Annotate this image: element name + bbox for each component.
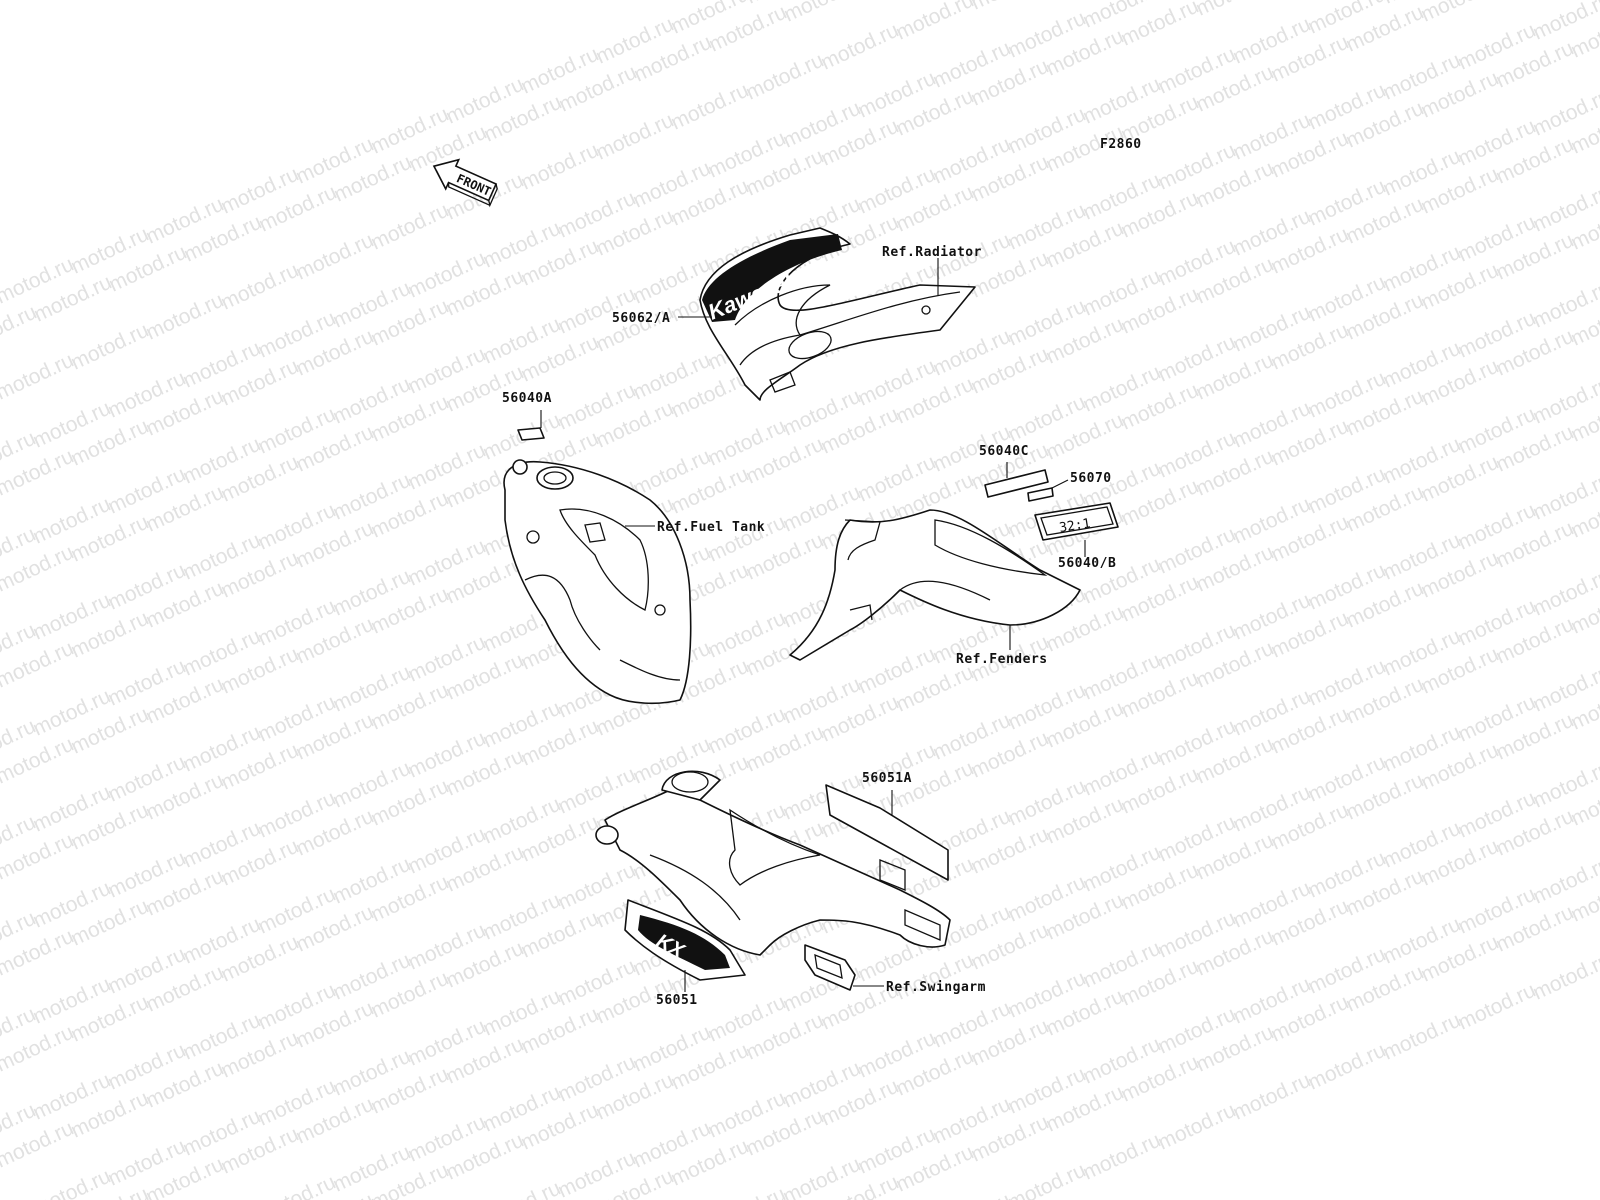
watermark-text: motod.ru xyxy=(29,1165,114,1200)
label-swingarm-decal-a[interactable]: 56051A xyxy=(862,771,912,786)
watermark-text: motod.ru xyxy=(1304,1039,1389,1095)
watermark-text: motod.ru xyxy=(1004,1159,1089,1200)
ratio-decal-text: 32:1 xyxy=(1058,516,1091,536)
label-swingarm-decal[interactable]: 56051 xyxy=(656,993,698,1008)
rear-fender xyxy=(789,509,1081,661)
watermark-text: motod.ru xyxy=(479,1177,564,1200)
watermark-text: motod.ru xyxy=(517,139,602,195)
watermark-text: motod.ru xyxy=(929,1189,1014,1200)
watermark-text: motod.ru xyxy=(592,109,677,165)
fender-decal-70 xyxy=(1027,487,1054,502)
watermark-text: motod.ru xyxy=(1154,1099,1239,1155)
watermark-text: motod.ru xyxy=(67,319,152,375)
label-ref-fuel-tank[interactable]: Ref.Fuel Tank xyxy=(657,520,765,535)
swingarm-decal: KX xyxy=(624,899,746,981)
watermark-text: motod.ru xyxy=(1192,0,1277,21)
fender-decal-b: 32:1 xyxy=(1034,502,1119,541)
label-ref-radiator[interactable]: Ref.Radiator xyxy=(882,245,982,260)
leader-fender-decal-70 xyxy=(1051,479,1069,489)
tank-decal xyxy=(517,427,545,441)
watermark-text: motod.ru xyxy=(254,1171,339,1200)
watermark-text: motod.ru xyxy=(742,49,827,105)
swingarm-decal-a xyxy=(825,784,949,881)
watermark-text: motod.ru xyxy=(217,259,302,315)
watermark-text: motod.ru xyxy=(704,1183,789,1200)
watermark-text: motod.ru xyxy=(817,19,902,75)
label-ref-swingarm[interactable]: Ref.Swingarm xyxy=(886,980,986,995)
watermark-text: motod.ru xyxy=(1417,0,1502,27)
swingarm xyxy=(595,770,951,991)
label-fender-decal-b[interactable]: 56040/B xyxy=(1058,556,1116,571)
fuel-tank xyxy=(503,459,692,705)
watermark-text: motod.ru xyxy=(142,289,227,345)
watermark-text: motod.ru xyxy=(667,79,752,135)
watermark-text: motod.ru xyxy=(1379,1009,1464,1065)
watermark-text: motod.ru xyxy=(1529,949,1600,1005)
radiator-shroud: Kawasaki xyxy=(699,227,976,401)
label-fender-decal-c[interactable]: 56040C xyxy=(979,444,1029,459)
watermark-text: motod.ru xyxy=(1229,1069,1314,1125)
label-tank-decal[interactable]: 56040A xyxy=(502,391,552,406)
fender-decal-c xyxy=(984,469,1049,498)
watermark-text: motod.ru xyxy=(967,0,1052,15)
label-radiator-decal[interactable]: 56062/A xyxy=(612,311,670,326)
watermark-text: motod.ru xyxy=(367,199,452,255)
watermark-text: motod.ru xyxy=(292,229,377,285)
watermark-text: motod.ru xyxy=(780,0,865,27)
watermark-text: motod.ru xyxy=(1454,979,1539,1035)
watermark-text: motod.ru xyxy=(0,349,77,405)
figure-id: F2860 xyxy=(1100,137,1142,152)
label-ref-fenders[interactable]: Ref.Fenders xyxy=(956,652,1048,667)
label-fender-decal-70[interactable]: 56070 xyxy=(1070,471,1112,486)
watermark-text: motod.ru xyxy=(1079,1129,1164,1185)
watermark-text: motod.ru xyxy=(892,0,977,45)
